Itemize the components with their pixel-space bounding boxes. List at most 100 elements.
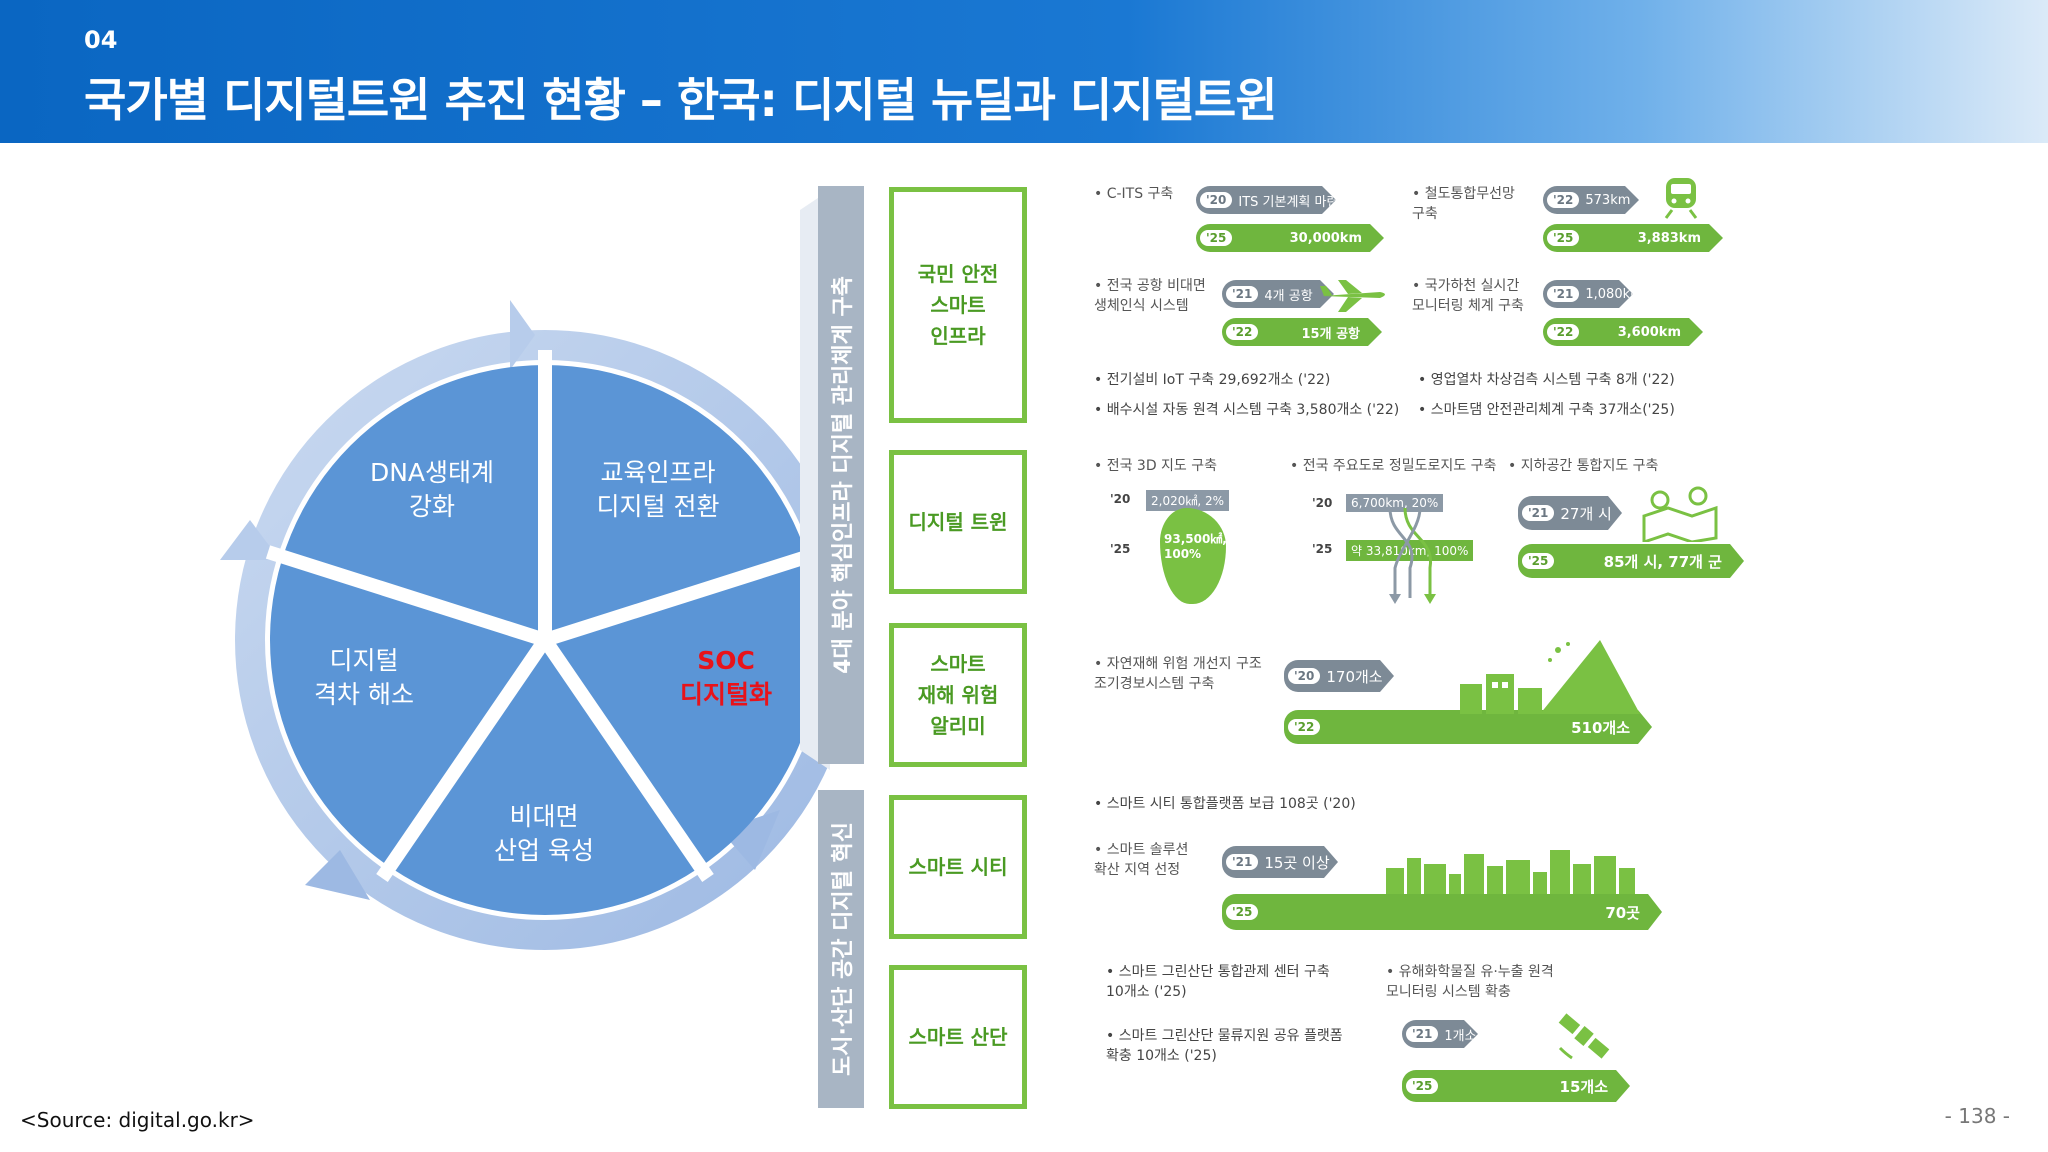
airplane-icon [1320,280,1385,312]
safety-note-drain: • 배수시설 자동 원격 시스템 구축 3,580개소 ('22) [1094,402,1400,418]
cits-value-2020: ITS 기본계획 마련 [1238,194,1339,210]
page-number: - 138 - [1944,1104,2010,1128]
ring-arrow-left [220,520,280,560]
river-pill-2021: '21 1,080km [1543,280,1633,308]
underground-value-2021: 27개 시 [1560,504,1612,523]
rail-label: • 철도통합무선망 구축 [1412,186,1515,222]
river-badge-2022: '22 [1547,324,1579,340]
underground-label: • 지하공간 통합지도 구축 [1508,458,1659,474]
city-note-platform: • 스마트 시티 통합플랫폼 보급 108곳 ('20) [1094,796,1356,812]
airport-badge-2022: '22 [1226,324,1258,340]
disaster-badge-2022: '22 [1288,719,1320,735]
disaster-label: • 자연재해 위험 개선지 구조 조기경보시스템 구축 [1094,656,1262,692]
cits-badge-2025: '25 [1200,230,1232,246]
underground-pill-2025: '25 85개 시, 77개 군 [1518,544,1744,578]
train-icon [1664,178,1698,219]
underground-pill-2021: '21 27개 시 [1518,496,1622,530]
rail-badge-2022: '22 [1547,192,1579,208]
category-disaster-alert: 스마트 재해 위험 알리미 [889,623,1027,767]
airport-badge-2021: '21 [1226,286,1258,302]
industrial-badge-2025: '25 [1406,1078,1438,1094]
city-label: • 스마트 솔루션 확산 지역 선정 [1094,842,1189,878]
map-pins-icon [1642,486,1718,542]
map3d-value-2020: 2,020㎢, 2% [1146,490,1230,511]
group-bar-space: 도시·산단 공간 디지털 혁신 [818,790,864,1108]
cits-pill-2020: '20 ITS 기본계획 마련 [1196,186,1336,214]
disaster-pill-2022: '22 510개소 [1284,710,1652,744]
rail-pill-2025: '25 3,883km [1543,224,1723,252]
map3d-year-2025: '25 [1110,542,1131,556]
group-label-space: 도시·산단 공간 디지털 혁신 [831,822,856,1076]
rail-value-2025: 3,883km [1637,230,1701,246]
industrial-badge-2021: '21 [1406,1026,1438,1042]
cits-value-2025: 30,000km [1289,230,1362,246]
category-digital-twin: 디지털 트윈 [889,450,1027,594]
city-badge-2021: '21 [1226,854,1258,870]
category-smart-city: 스마트 시티 [889,795,1027,939]
cits-badge-2020: '20 [1200,192,1232,208]
river-value-2022: 3,600km [1617,324,1681,340]
disaster-value-2020: 170개소 [1326,667,1383,686]
road-year-2025: '25 [1312,542,1333,556]
city-value-2025: 70곳 [1605,903,1640,922]
airport-pill-2022: '22 15개 공항 [1222,318,1382,346]
city-pill-2025: '25 70곳 [1222,894,1662,930]
road-network-icon [1388,508,1436,604]
underground-badge-2021: '21 [1522,505,1554,521]
outer-ring [235,330,830,950]
safety-note-iot: • 전기설비 IoT 구축 29,692개소 ('22) [1094,372,1331,388]
industrial-note-logistics: • 스마트 그린산단 물류지원 공유 플랫폼 확충 10개소 ('25) [1106,1028,1343,1064]
disaster-badge-2020: '20 [1288,668,1320,684]
rail-value-2022: 573km [1585,192,1631,208]
cits-pill-2025: '25 30,000km [1196,224,1384,252]
source-citation: <Source: digital.go.kr> [20,1108,255,1132]
wheel-label-gap: 디지털 격차 해소 [314,646,414,709]
road-year-2020: '20 [1312,496,1333,510]
city-value-2021: 15곳 이상 [1264,853,1330,872]
safety-note-dam: • 스마트댐 안전관리체계 구축 37개소('25) [1418,402,1675,418]
rail-badge-2025: '25 [1547,230,1579,246]
digital-newdeal-wheel [220,300,830,950]
map3d-year-2020: '20 [1110,492,1131,506]
wheel-label-dna: DNA생태계 강화 [369,458,495,521]
industrial-value-2025: 15개소 [1559,1077,1608,1096]
wheel-label-untact: 비대면 산업 육성 [494,802,594,865]
rail-pill-2022: '22 573km [1543,186,1639,214]
river-badge-2021: '21 [1547,286,1579,302]
page-title: 국가별 디지털트윈 추진 현황 – 한국: 디지털 뉴딜과 디지털트윈 [84,73,1278,127]
road-value-2020: 6,700km, 20% [1346,494,1444,512]
underground-badge-2025: '25 [1522,553,1554,569]
header-banner: 04 국가별 디지털트윈 추진 현황 – 한국: 디지털 뉴딜과 디지털트윈 [0,0,2048,143]
landslide-houses-icon [1460,640,1640,714]
river-label: • 국가하천 실시간 모니터링 체계 구축 [1412,278,1524,314]
river-pill-2022: '22 3,600km [1543,318,1703,346]
satellite-icon [1558,1013,1610,1060]
underground-value-2025: 85개 시, 77개 군 [1603,552,1722,571]
wheel-label-soc: SOC 디지털화 [679,646,772,709]
airport-value-2022: 15개 공항 [1301,326,1360,342]
category-smart-industrial: 스마트 산단 [889,965,1027,1109]
disaster-value-2022: 510개소 [1571,718,1630,737]
group-label-infra: 4대 분야 핵심인프라 디지털 관리체계 구축 [831,276,856,674]
map3d-label: • 전국 3D 지도 구축 [1094,458,1218,474]
korea-map-icon [1160,508,1226,604]
airport-value-2021: 4개 공항 [1264,288,1313,304]
river-value-2021: 1,080km [1585,286,1643,302]
city-pill-2021: '21 15곳 이상 [1222,846,1338,878]
airport-label: • 전국 공항 비대면 생체인식 시스템 [1094,278,1206,314]
ring-arrow-bottom [305,850,370,900]
group-bar-infra: 4대 분야 핵심인프라 디지털 관리체계 구축 [818,186,864,764]
industrial-pill-2021: '21 1개소 [1402,1020,1478,1048]
industrial-pill-2025: '25 15개소 [1402,1070,1630,1102]
safety-note-train: • 영업열차 차상검측 시스템 구축 8개 ('22) [1418,372,1675,388]
map3d-value-2025: 93,500㎢, 100% [1164,532,1227,561]
industrial-value-2021: 1개소 [1444,1028,1477,1044]
industrial-label: • 유해화학물질 유·누출 원격 모니터링 시스템 확충 [1386,964,1554,1000]
road-label: • 전국 주요도로 정밀도로지도 구축 [1290,458,1497,474]
wheel-label-education: 교육인프라 디지털 전환 [596,458,720,521]
section-number: 04 [84,26,118,54]
airport-pill-2021: '21 4개 공항 [1222,280,1334,308]
city-badge-2025: '25 [1226,904,1258,920]
city-skyline-icon [1386,846,1635,894]
disaster-pill-2020: '20 170개소 [1284,660,1394,692]
